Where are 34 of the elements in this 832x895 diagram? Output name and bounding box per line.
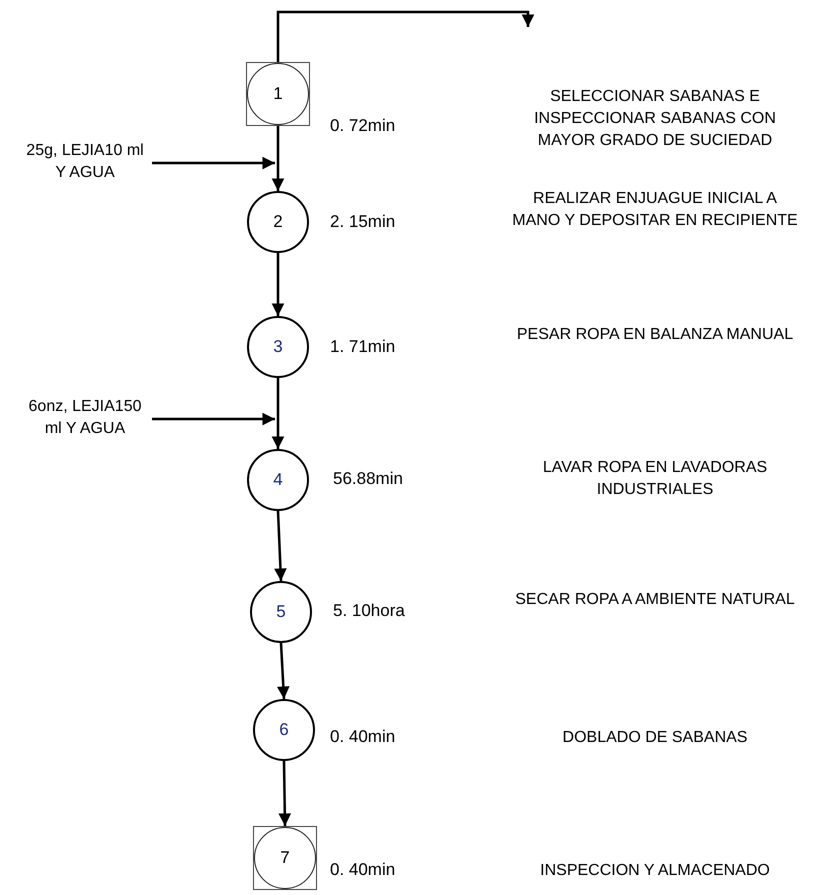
step-number: 5: [276, 602, 286, 622]
step-number: 1: [273, 84, 283, 104]
duration-label: 2. 15min: [330, 212, 396, 232]
step-number: 2: [273, 212, 283, 232]
duration-label: 5. 10hora: [333, 601, 405, 621]
arrow: [272, 378, 284, 450]
duration-label: 0. 40min: [330, 860, 396, 880]
duration-label: 1. 71min: [330, 337, 396, 357]
input-label: 6onz, LEJIA150 ml Y AGUA: [20, 396, 150, 440]
step-description: PESAR ROPA EN BALANZA MANUAL: [516, 325, 794, 345]
operation-inspection-symbol: [253, 826, 317, 890]
operation-inspection-symbol: [246, 62, 310, 126]
arrow: [277, 642, 290, 700]
arrow: [276, 10, 534, 62]
arrow: [278, 760, 292, 826]
step-number: 3: [273, 337, 283, 357]
input-label: 25g, LEJIA10 ml Y AGUA: [20, 140, 150, 184]
step-description: REALIZAR ENJUAGUE INICIAL A MANO Y DEPOSITAR EN RECIPIENTE: [511, 189, 799, 231]
arrow: [274, 510, 287, 582]
step-number: 7: [280, 848, 290, 868]
step-description: SECAR ROPA A AMBIENTE NATURAL: [514, 590, 796, 610]
duration-label: 56.88min: [333, 469, 403, 489]
duration-label: 0. 40min: [330, 727, 396, 747]
step-description: INSPECCION Y ALMACENADO: [539, 861, 771, 881]
arrow: [152, 156, 276, 170]
arrow: [152, 412, 276, 426]
arrow: [272, 253, 284, 316]
step-number: 4: [273, 470, 283, 490]
step-description: SELECCIONAR SABANAS E INSPECCIONAR SABANAS CON MAYOR GRADO DE SUCIEDAD: [533, 87, 777, 151]
arrow: [272, 126, 284, 192]
duration-label: 0. 72min: [330, 116, 396, 136]
step-number: 6: [279, 720, 289, 740]
step-description: DOBLADO DE SABANAS: [562, 728, 748, 748]
step-description: LAVAR ROPA EN LAVADORAS INDUSTRIALES: [542, 458, 768, 500]
